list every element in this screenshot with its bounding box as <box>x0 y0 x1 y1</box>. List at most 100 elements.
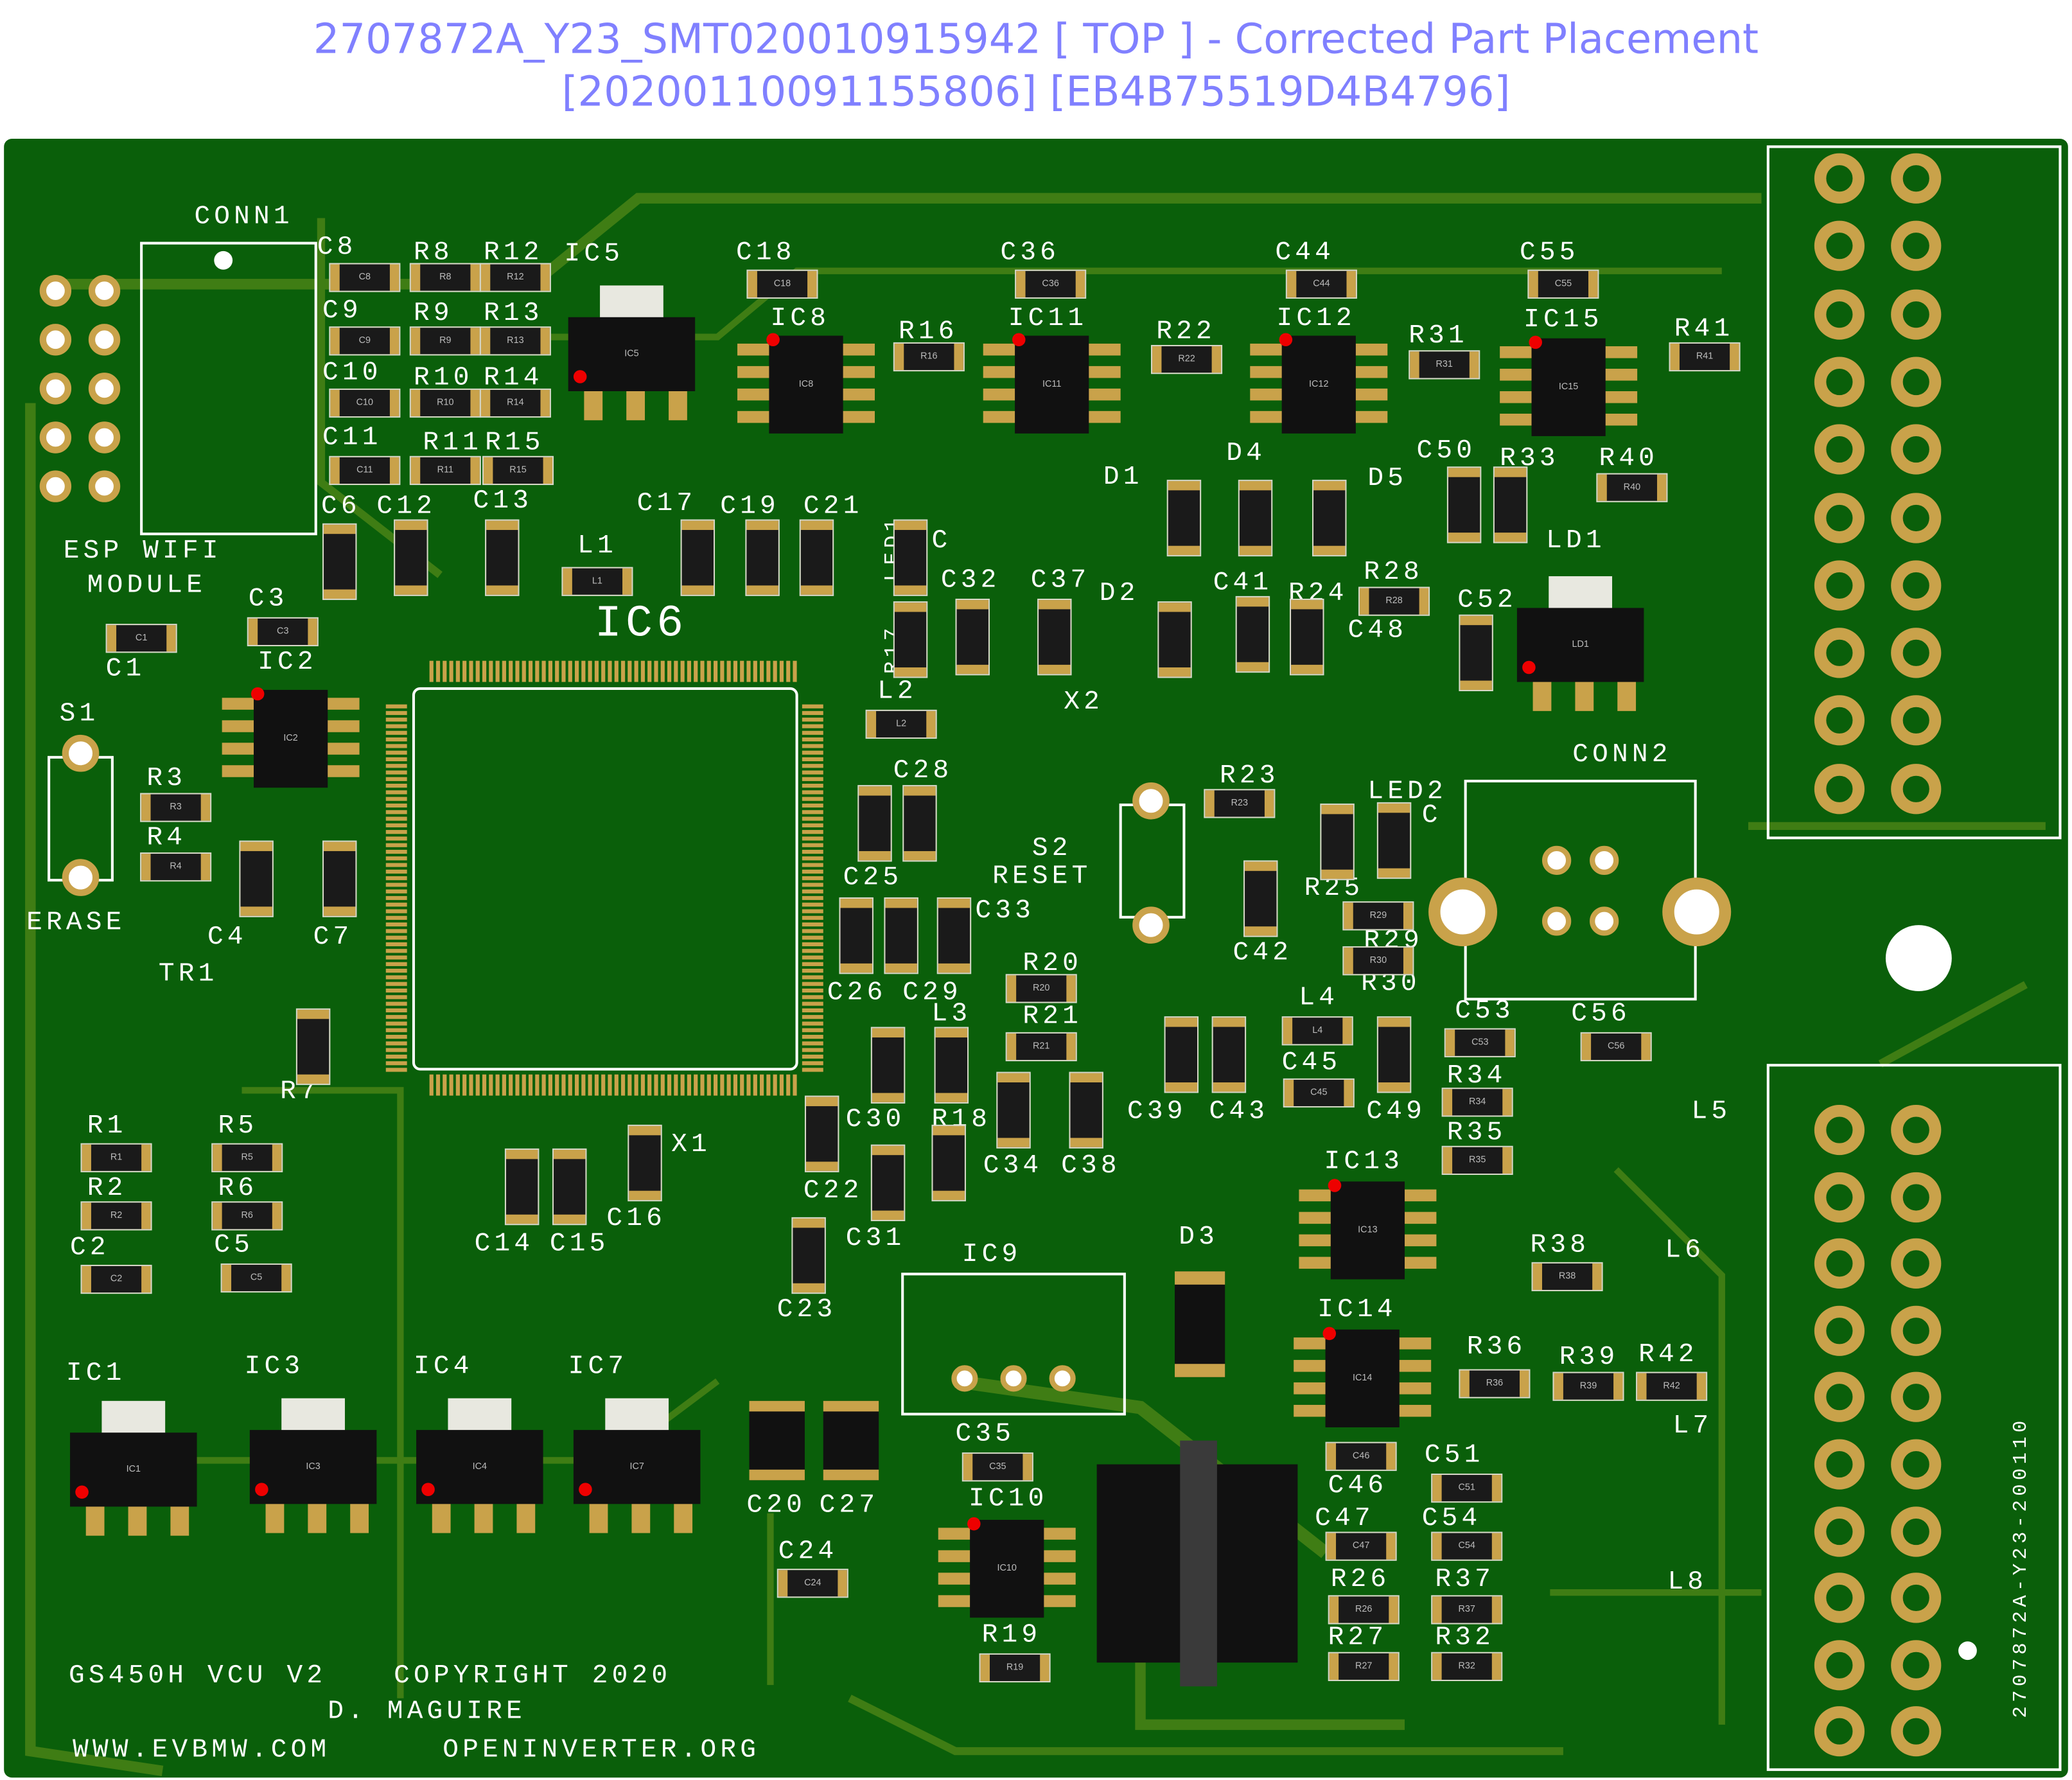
header-pin[interactable] <box>1814 1439 1865 1490</box>
header-pin[interactable] <box>1891 763 1942 814</box>
header-pin[interactable] <box>1814 1372 1865 1423</box>
ic9-pin[interactable] <box>951 1365 978 1392</box>
header-pin[interactable] <box>1814 695 1865 746</box>
header-pin[interactable] <box>1814 357 1865 407</box>
header-pin[interactable] <box>1891 492 1942 543</box>
header-pin[interactable] <box>1891 1172 1942 1222</box>
qfp-pin <box>385 1041 407 1046</box>
qfp-pin <box>779 1074 784 1096</box>
switch-pin[interactable] <box>1132 782 1170 820</box>
part-marking: C35 <box>989 1462 1006 1472</box>
header-pin[interactable] <box>1891 424 1942 475</box>
refdes-label: D3 <box>1179 1222 1218 1253</box>
passive-c31 <box>870 1144 906 1222</box>
copper-traces <box>25 193 2046 1777</box>
header-pin[interactable] <box>1891 560 1942 611</box>
header-pin[interactable] <box>1814 1238 1865 1289</box>
refdes-label: L1 <box>577 531 617 562</box>
header-pin[interactable] <box>1891 1506 1942 1556</box>
passive-c44: C44 <box>1285 269 1357 299</box>
header-pin[interactable] <box>1814 492 1865 543</box>
esp-pin[interactable] <box>88 373 121 405</box>
part-marking: R4 <box>170 862 182 872</box>
regulator-ic3: IC3 <box>249 1430 377 1504</box>
esp-pin[interactable] <box>88 324 121 356</box>
header-pin[interactable] <box>1814 628 1865 678</box>
qfp-pin <box>385 816 407 821</box>
qfp-pin <box>634 1074 638 1096</box>
qfp-pin <box>535 660 540 682</box>
header-pin[interactable] <box>1814 288 1865 339</box>
header-pin[interactable] <box>1814 1305 1865 1356</box>
qfp-pin <box>802 988 823 993</box>
header-pin[interactable] <box>1814 560 1865 611</box>
ic9-pin[interactable] <box>1000 1365 1027 1392</box>
part-marking: R6 <box>241 1211 253 1221</box>
qfp-pin <box>773 1074 777 1096</box>
header-pin[interactable] <box>1891 1104 1942 1156</box>
header-pin[interactable] <box>1891 221 1942 272</box>
pin1-marker <box>250 687 265 701</box>
ic-pin <box>1602 346 1638 358</box>
switch-pin[interactable] <box>62 734 100 772</box>
qfp-pin <box>802 1028 823 1032</box>
esp-pin[interactable] <box>39 421 72 454</box>
part-marking: C18 <box>773 279 791 289</box>
esp-pin[interactable] <box>39 274 72 307</box>
switch-pin[interactable] <box>62 859 100 896</box>
passive-r31: R31 <box>1409 350 1480 380</box>
regulator-tab <box>600 285 663 320</box>
passive-c38 <box>1069 1071 1103 1149</box>
conn2-mount-hole <box>1662 877 1732 947</box>
ic-pin <box>1294 1382 1328 1395</box>
refdes-label: L2 <box>877 676 917 707</box>
header-pin[interactable] <box>1814 763 1865 814</box>
esp-pin[interactable] <box>39 373 72 405</box>
conn2-pin[interactable] <box>1590 906 1619 936</box>
header-pin[interactable] <box>1891 288 1942 339</box>
refdes-label: L7 <box>1673 1411 1713 1442</box>
copyright-text: COPYRIGHT 2020 <box>394 1661 672 1692</box>
esp-pin[interactable] <box>39 470 72 502</box>
conn2-pin[interactable] <box>1541 906 1572 936</box>
qfp-pin <box>802 955 823 960</box>
switch-pin[interactable] <box>1132 906 1170 944</box>
header-pin[interactable] <box>1891 357 1942 407</box>
refdes-label: C2 <box>70 1233 110 1264</box>
ic-pin <box>222 765 257 777</box>
refdes-label: IC15 <box>1523 305 1603 336</box>
header-pin[interactable] <box>1891 628 1942 678</box>
header-pin[interactable] <box>1814 1104 1865 1156</box>
passive-r3: R3 <box>140 793 212 822</box>
refdes-label: IC3 <box>244 1352 304 1383</box>
esp-pin[interactable] <box>88 470 121 502</box>
header-pin[interactable] <box>1814 153 1865 204</box>
header-pin[interactable] <box>1891 153 1942 204</box>
ic9-pin[interactable] <box>1049 1365 1076 1392</box>
esp-pin[interactable] <box>88 421 121 454</box>
header-pin[interactable] <box>1891 1238 1942 1289</box>
refdes-label: C8 <box>317 233 357 263</box>
esp-pin[interactable] <box>39 324 72 356</box>
header-pin[interactable] <box>1814 1506 1865 1556</box>
header-pin[interactable] <box>1814 221 1865 272</box>
conn2-pin[interactable] <box>1541 845 1572 875</box>
passive-c21 <box>799 519 834 596</box>
ic-pin <box>325 765 360 777</box>
passive-c19 <box>745 519 780 596</box>
header-pin[interactable] <box>1891 1305 1942 1356</box>
header-pin[interactable] <box>1891 1639 1942 1690</box>
refdes-label: C16 <box>606 1204 666 1235</box>
header-pin[interactable] <box>1814 1573 1865 1623</box>
header-pin[interactable] <box>1891 1439 1942 1490</box>
header-pin[interactable] <box>1814 1172 1865 1222</box>
header-pin[interactable] <box>1814 1639 1865 1690</box>
header-pin[interactable] <box>1891 1573 1942 1623</box>
refdes-label: R41 <box>1674 314 1734 345</box>
part-marking: IC3 <box>306 1462 320 1472</box>
refdes-label: IC2 <box>258 648 317 678</box>
header-pin[interactable] <box>1814 424 1865 475</box>
conn2-pin[interactable] <box>1590 845 1619 875</box>
title-line-2: [20200110091155806] [EB4B75519D4B4796] <box>561 68 1511 117</box>
esp-pin[interactable] <box>88 274 121 307</box>
